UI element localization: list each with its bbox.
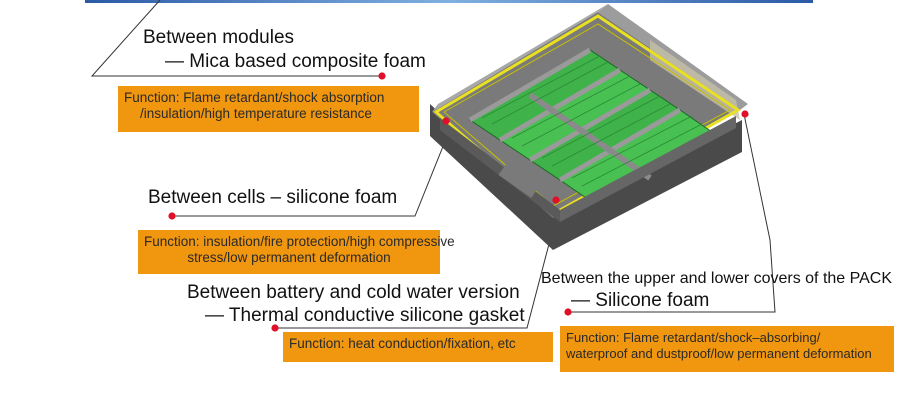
pack-covers-function-line-2: waterproof and dustproof/low permanent d…	[566, 346, 872, 361]
cells-function-line-2: stress/low permanent deformation	[187, 250, 391, 265]
modules-function-line-2: /insulation/high temperature resistance	[140, 106, 372, 121]
leader-modules	[90, 0, 382, 77]
modules-function-line-1: Function: Flame retardant/shock absorpti…	[124, 90, 385, 105]
cells-function-box: Function: insulation/fire protection/hig…	[138, 230, 455, 274]
cold-water-function-box: Function: heat conduction/fixation, etc	[283, 332, 553, 362]
top-accent-bar	[85, 0, 813, 3]
modules-function-box: Function: Flame retardant/shock absorpti…	[118, 86, 419, 132]
markers	[168, 72, 749, 332]
battery-tray	[430, 4, 748, 250]
marker-cold-water	[271, 324, 279, 332]
marker-cold-water-pack	[552, 196, 560, 204]
marker-modules-end	[378, 72, 386, 80]
cold-water-title: Between battery and cold water version	[187, 282, 520, 303]
cold-water-subtitle: — Thermal conductive silicone gasket	[205, 305, 525, 326]
modules-title: Between modules	[143, 27, 295, 48]
pack-covers-function-line-1: Function: Flame retardant/shock–absorbin…	[566, 330, 821, 345]
leader-pack-covers	[568, 113, 776, 313]
marker-pack-covers-end	[564, 308, 572, 316]
pack-covers-function-box: Function: Flame retardant/shock–absorbin…	[560, 326, 894, 372]
cells-title: Between cells – silicone foam	[148, 187, 398, 208]
modules-subtitle: — Mica based composite foam	[165, 51, 426, 72]
marker-cells	[168, 212, 176, 220]
leader-cells	[172, 123, 453, 217]
pack-covers-title: Between the upper and lower covers of th…	[541, 270, 893, 287]
pack-covers-subtitle: — Silicone foam	[571, 290, 710, 311]
marker-pack-covers	[741, 110, 749, 118]
cell-modules	[468, 47, 714, 205]
cells-function-line-1: Function: insulation/fire protection/hig…	[144, 234, 455, 249]
cold-water-function-line-1: Function: heat conduction/fixation, etc	[289, 336, 516, 351]
marker-modules-pack	[442, 117, 450, 125]
